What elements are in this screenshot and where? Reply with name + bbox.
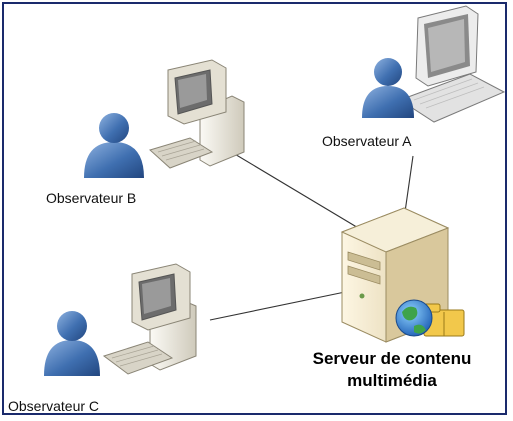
server-label-line2: multimédia <box>347 371 437 390</box>
label-observer-b: Observateur B <box>46 190 137 206</box>
person-b-icon <box>84 113 144 178</box>
workstation-c <box>102 263 197 375</box>
link-c-server <box>209 291 346 321</box>
label-observer-a: Observateur A <box>322 133 412 149</box>
server-label: Serveur de contenu multimédia <box>276 348 508 392</box>
person-c-icon <box>44 311 100 376</box>
link-b-server <box>227 149 366 233</box>
laptop-a-icon <box>398 5 506 123</box>
diagram-frame <box>2 2 507 415</box>
globe-folder-icon <box>395 299 465 337</box>
person-a-icon <box>362 58 414 118</box>
workstation-b <box>149 59 245 169</box>
link-lines <box>209 149 414 321</box>
server-label-line1: Serveur de contenu <box>312 349 472 368</box>
label-observer-c: Observateur C <box>8 398 100 414</box>
link-a-server <box>404 155 414 213</box>
